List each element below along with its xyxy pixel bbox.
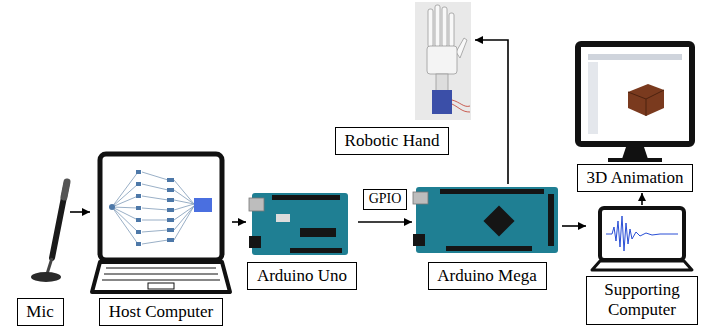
label-box: 3D Animation	[577, 164, 693, 192]
label-box: Arduino Uno	[247, 262, 357, 290]
host-laptop	[92, 154, 230, 292]
node-label: Mic	[26, 302, 55, 322]
monitor-base	[608, 158, 662, 162]
node-label: Arduino Uno	[256, 266, 348, 286]
device-node: Supporting Computer	[586, 205, 698, 325]
arrow-connector	[232, 221, 246, 223]
robotic-hand-photo	[415, 2, 471, 120]
microphone	[31, 182, 67, 282]
chip	[483, 205, 514, 236]
arduino-mega-board	[413, 187, 558, 253]
header	[548, 194, 554, 246]
arrow-connector	[358, 221, 412, 223]
photo-ground	[415, 2, 471, 120]
device-node: Arduino Uno	[246, 190, 358, 291]
keyboard	[102, 268, 220, 280]
usb-port	[249, 198, 264, 211]
servo-block	[432, 90, 452, 114]
device-node: Arduino Mega	[412, 184, 562, 291]
crystal	[276, 214, 290, 222]
signal-label: GPIO	[363, 189, 408, 210]
node-label: Arduino Mega	[437, 266, 538, 286]
mic-head	[64, 182, 67, 197]
servo-wires	[452, 100, 470, 112]
pcb	[252, 193, 348, 255]
finger	[442, 7, 447, 47]
laptop-base	[92, 262, 230, 292]
finger	[449, 13, 454, 47]
window-bar	[588, 54, 682, 60]
power-jack	[249, 236, 261, 248]
3d-model-edges	[628, 90, 664, 116]
device-node: Mic	[10, 176, 70, 327]
finger	[428, 9, 433, 47]
wrist	[436, 74, 448, 92]
label-box: Mic	[17, 298, 64, 326]
mic-base	[31, 272, 61, 282]
monitor-screen	[578, 44, 692, 144]
label-box: Arduino Mega	[428, 262, 547, 290]
laptop-screen	[100, 154, 222, 260]
header	[440, 189, 544, 194]
power-jack	[413, 234, 425, 246]
arduino-uno-board	[249, 193, 348, 255]
mic-neck	[47, 258, 52, 274]
mic-body	[52, 182, 67, 258]
device-node: 3D Animation	[572, 40, 698, 193]
header	[272, 195, 340, 200]
label-box: Host Computer	[99, 298, 223, 326]
label-box: Supporting Computer	[586, 276, 698, 325]
node-label: Robotic Hand	[344, 131, 440, 151]
finger	[435, 5, 440, 47]
monitor	[578, 44, 692, 162]
arrow-connector	[475, 40, 508, 184]
input-node	[109, 204, 115, 210]
arrow-connector	[70, 211, 90, 213]
chip	[300, 228, 336, 237]
pcb	[416, 187, 558, 253]
network-graph	[112, 172, 194, 244]
palm	[427, 46, 457, 74]
header	[446, 246, 532, 251]
label-box: Robotic Hand	[335, 127, 449, 155]
supporting-laptop	[592, 208, 692, 270]
node-label: Supporting Computer	[595, 280, 689, 321]
output-block	[194, 198, 212, 212]
3d-model	[628, 84, 664, 116]
node-label: Host Computer	[108, 302, 214, 322]
waveform	[606, 216, 678, 251]
header	[290, 248, 342, 253]
arrow-connector	[562, 225, 586, 227]
touchpad	[148, 283, 174, 289]
laptop-screen	[600, 208, 684, 260]
network-layer	[136, 170, 174, 246]
laptop-base	[592, 261, 692, 270]
device-node: Robotic Hand	[335, 2, 475, 156]
monitor-stand	[622, 147, 648, 159]
thumb	[456, 38, 467, 58]
window-panel	[588, 62, 598, 134]
usb-port	[413, 192, 428, 204]
node-label: 3D Animation	[586, 168, 684, 188]
device-node: Host Computer	[90, 150, 232, 327]
arrow-connector	[641, 193, 643, 205]
